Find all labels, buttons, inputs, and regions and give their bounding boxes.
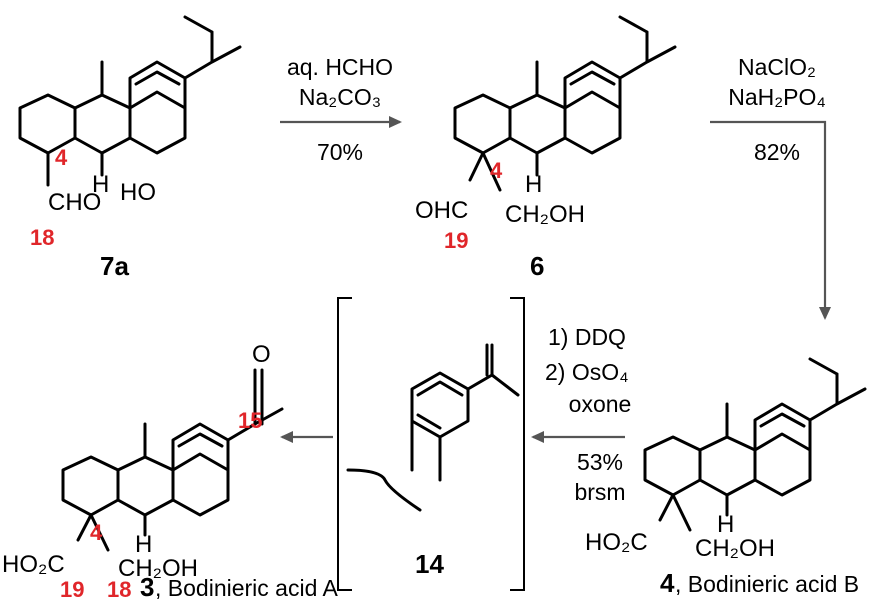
step-3-reagent-2: 2) OsO₄ — [545, 359, 629, 385]
compound-6-ohc-label: OHC — [415, 197, 468, 224]
compound-3-locant-15: 15 — [238, 408, 262, 433]
compound-4-caption: 4 , Bodinieric acid B — [660, 568, 859, 598]
compound-4-ch2oh-label: CH₂OH — [695, 535, 775, 562]
compound-14-structure — [346, 343, 520, 512]
step-2-yield: 82% — [754, 139, 800, 165]
compound-7a-number: 7a — [100, 251, 129, 281]
compound-3-caption: 3 , Bodinieric acid A — [140, 572, 338, 602]
compound-7a-locant-4: 4 — [55, 145, 68, 170]
step-1-yield: 70% — [317, 139, 363, 165]
compound-3-o-label: O — [252, 341, 271, 368]
compound-3-number: 3 — [140, 572, 154, 602]
compound-7a-ho-label: HO — [120, 179, 156, 206]
compound-4-h-label: H — [717, 511, 734, 538]
compound-3-locant-4: 4 — [90, 520, 103, 545]
compound-7a-h-label: H — [92, 171, 109, 198]
compound-3-h-label: H — [135, 531, 152, 558]
step-2-reagent-1: NaClO₂ — [738, 54, 816, 80]
compound-6-ch2oh-label: CH₂OH — [505, 201, 585, 228]
compound-6-number: 6 — [530, 251, 544, 281]
compound-4-name: , Bodinieric acid B — [675, 571, 859, 597]
compound-4-number: 4 — [660, 568, 675, 598]
step-3-reagent-1: 1) DDQ — [548, 324, 626, 350]
compound-7a-cho-label: CHO — [48, 189, 101, 216]
compound-3-locant-18: 18 — [107, 577, 131, 602]
compound-7a-structure — [18, 15, 242, 187]
step-4-arrow — [280, 431, 333, 443]
compound-6-structure — [453, 15, 677, 192]
compound-4-structure — [643, 357, 867, 532]
step-2-arrow — [710, 120, 831, 320]
compound-6-locant-4: 4 — [490, 158, 503, 183]
compound-6-h-label: H — [525, 171, 542, 198]
compound-3-locant-19: 19 — [60, 577, 84, 602]
compound-3-ho2c-label: HO₂C — [2, 551, 65, 578]
compound-14-brackets — [337, 297, 525, 591]
step-3-arrow — [531, 431, 625, 443]
compound-6-locant-19: 19 — [444, 228, 468, 253]
compound-14-number: 14 — [415, 549, 444, 579]
compound-4-ho2c-label: HO₂C — [585, 529, 648, 556]
step-3-brsm: brsm — [574, 479, 625, 505]
step-3-yield: 53% — [577, 449, 623, 475]
step-1-reagent-2: Na₂CO₃ — [299, 84, 381, 110]
step-2-reagent-2: NaH₂PO₄ — [728, 84, 826, 110]
step-3-reagent-3: oxone — [569, 391, 632, 417]
step-1-arrow — [280, 116, 402, 128]
compound-7a-locant-18: 18 — [30, 225, 54, 250]
step-1-reagent-1: aq. HCHO — [287, 54, 393, 80]
compound-3-ch2oh-label: CH₂OH — [118, 555, 198, 582]
compound-3-structure — [61, 368, 284, 552]
compound-3-name: , Bodinieric acid A — [155, 575, 338, 601]
